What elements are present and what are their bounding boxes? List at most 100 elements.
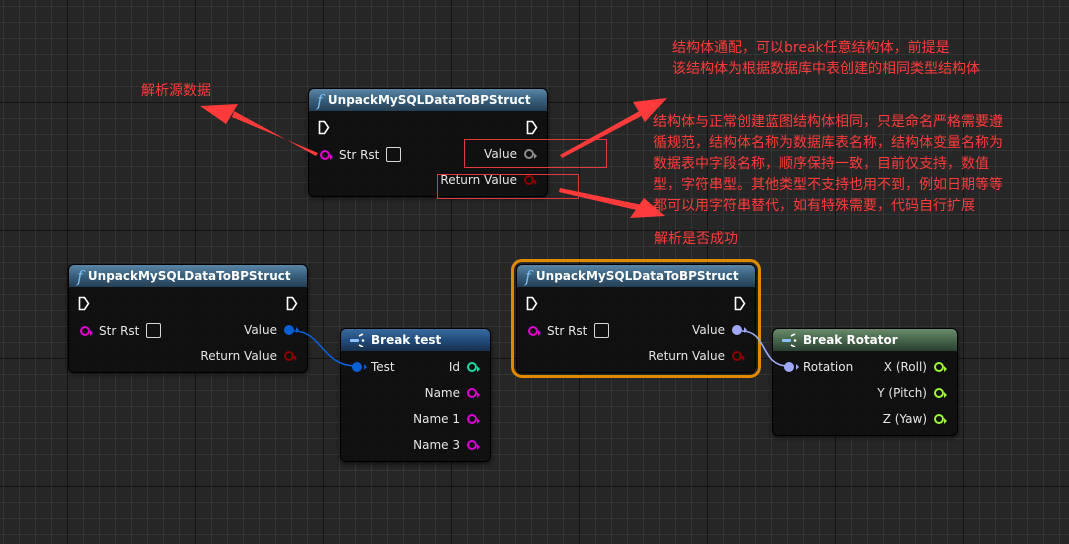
exec-out-pin[interactable] [526,120,538,135]
wildcard-pin-icon[interactable] [524,149,537,159]
pin-label: Z (Yaw) [882,412,927,426]
pin-label: Y (Pitch) [877,386,927,400]
rotator-pin-icon[interactable] [732,325,747,335]
bool-pin-icon[interactable] [732,351,745,361]
annotation-naming-line4: 型，字符串型。其他类型不支持也用不到，例如日期等等 [653,177,1003,193]
value-highlight-box [464,139,607,168]
pin-label: Return Value [200,349,277,363]
pin-label: Name 3 [413,438,460,452]
pin-label: Name 1 [413,412,460,426]
bool-pin-icon[interactable] [524,175,537,185]
break-struct-icon [782,333,797,347]
break-test-node[interactable]: Break test Test Id Name Name 1 Name 3 [340,328,491,462]
return-value-highlight-box [437,174,579,199]
break-rotator-node[interactable]: Break Rotator Rotation X (Roll) Y (Pitch… [772,328,958,436]
output-pin-z-yaw[interactable]: Z (Yaw) [882,412,947,426]
output-pin-name-1[interactable]: Name 1 [413,412,480,426]
annotation-arrow-parse-source [200,104,318,156]
break-struct-icon [350,333,365,347]
node-header[interactable]: Break test [341,329,490,351]
output-pin-y-pitch[interactable]: Y (Pitch) [877,386,947,400]
string-pin-icon[interactable] [528,325,541,336]
unpack-node-right-selected[interactable]: f UnpackMySQLDataToBPStruct Str Rst Valu… [511,259,761,378]
pin-label: Name [424,386,460,400]
pin-label: Value [692,323,725,337]
float-pin-icon[interactable] [934,388,947,398]
input-pin-str-rst[interactable]: Str Rst [80,323,162,338]
pin-label: Value [484,147,517,161]
function-icon: f [317,90,323,110]
pin-label: X (Roll) [883,360,927,374]
exec-out-pin[interactable] [734,296,746,311]
exec-in-icon [78,296,90,311]
annotation-parse-success: 解析是否成功 [654,231,738,247]
exec-out-icon [526,120,538,135]
string-pin-icon[interactable] [467,440,480,450]
annotation-wildcard-line1: 结构体通配，可以break任意结构体，前提是 [672,40,950,56]
str-rst-input-box[interactable] [594,323,610,338]
float-pin-icon[interactable] [934,414,947,424]
annotation-naming-line2: 循规范，结构体名称为数据库表名称，结构体变量名称为 [653,135,1003,151]
string-pin-icon[interactable] [467,388,480,398]
string-pin-icon[interactable] [467,414,480,424]
pin-label: Return Value [648,349,725,363]
function-icon: f [77,266,83,286]
pin-label: Str Rst [99,323,140,338]
int-pin-icon[interactable] [467,362,480,372]
output-pin-name-3[interactable]: Name 3 [413,438,480,452]
input-pin-rotation[interactable]: Rotation [784,360,853,374]
pin-label: Value [244,323,277,337]
output-pin-return-value[interactable]: Return Value [200,349,297,363]
pin-label: Rotation [803,360,854,374]
annotation-naming-line1: 结构体与正常创建蓝图结构体相同，只是命名严格需要遵 [653,114,1003,130]
output-pin-return-value[interactable]: Return Value [648,349,745,363]
exec-in-pin[interactable] [526,296,538,311]
str-rst-input-box[interactable] [146,323,162,338]
output-pin-value[interactable]: Value [484,147,537,161]
struct-pin-icon[interactable] [352,362,367,372]
pin-label: Str Rst [339,147,380,162]
output-pin-x-roll[interactable]: X (Roll) [883,360,947,374]
exec-out-pin[interactable] [286,296,298,311]
rotator-pin-icon[interactable] [784,362,799,372]
annotation-naming-line3: 数据表中字段名称，顺序保持一致，目前仅支持，数值 [653,156,989,172]
exec-out-icon [734,296,746,311]
exec-in-pin[interactable] [78,296,90,311]
exec-out-icon [286,296,298,311]
exec-in-icon [318,120,330,135]
pin-label: Test [371,360,395,374]
pin-label: Return Value [440,173,517,187]
input-pin-str-rst[interactable]: Str Rst [528,323,610,338]
pin-label: Str Rst [547,323,588,338]
unpack-node-top[interactable]: f UnpackMySQLDataToBPStruct Str Rst Valu… [308,88,548,197]
annotation-wildcard-line2: 该结构体为根据数据库中表创建的相同类型结构体 [672,61,980,77]
struct-pin-icon[interactable] [284,325,299,335]
output-pin-value[interactable]: Value [692,323,747,337]
node-header[interactable]: f UnpackMySQLDataToBPStruct [309,89,547,111]
node-title: UnpackMySQLDataToBPStruct [535,269,739,283]
node-title: UnpackMySQLDataToBPStruct [327,93,531,107]
input-pin-test[interactable]: Test [352,360,395,374]
node-header[interactable]: f UnpackMySQLDataToBPStruct [517,265,755,287]
function-icon: f [525,266,531,286]
float-pin-icon[interactable] [934,362,947,372]
input-pin-str-rst[interactable]: Str Rst [320,147,402,162]
str-rst-input-box[interactable] [386,147,402,162]
annotation-parse-source: 解析源数据 [141,83,211,99]
string-pin-icon[interactable] [80,325,93,336]
node-title: Break Rotator [803,333,898,347]
exec-in-pin[interactable] [318,120,330,135]
annotation-naming-line5: 都可以用字符串替代，如有特殊需要，代码自行扩展 [653,198,975,214]
bool-pin-icon[interactable] [284,351,297,361]
output-pin-id[interactable]: Id [449,360,480,374]
exec-in-icon [526,296,538,311]
output-pin-return-value[interactable]: Return Value [440,173,537,187]
output-pin-name[interactable]: Name [424,386,480,400]
string-pin-icon[interactable] [320,149,333,160]
node-header[interactable]: Break Rotator [773,329,957,351]
output-pin-value[interactable]: Value [244,323,299,337]
node-title: UnpackMySQLDataToBPStruct [87,269,291,283]
unpack-node-left[interactable]: f UnpackMySQLDataToBPStruct Str Rst Valu… [68,264,308,373]
node-title: Break test [371,333,442,347]
node-header[interactable]: f UnpackMySQLDataToBPStruct [69,265,307,287]
